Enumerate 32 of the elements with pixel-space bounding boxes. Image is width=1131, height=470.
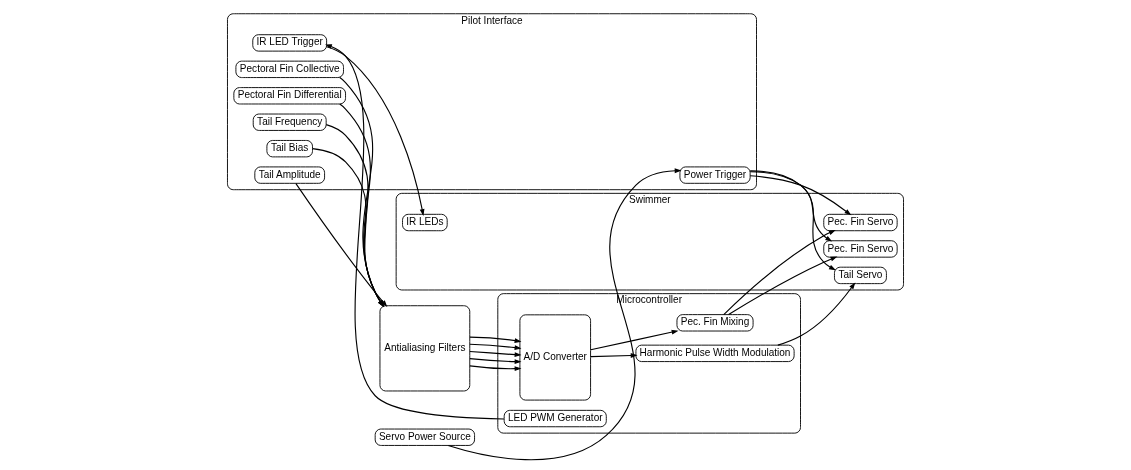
arrow [590, 329, 679, 351]
arrow [469, 358, 522, 365]
arrow [447, 168, 682, 461]
arrow [723, 230, 836, 316]
node-box: Tail Bias [266, 140, 313, 158]
node-box: Servo Power Source [374, 428, 475, 446]
node-box: Pec. Fin Servo [823, 213, 898, 232]
node-box: IR LEDs [402, 213, 448, 232]
arrow [749, 175, 852, 216]
arrow [469, 365, 522, 372]
arrow [749, 171, 833, 242]
arrow [469, 343, 522, 350]
node-box: LED PWM Generator [503, 409, 607, 428]
node-box: Antialiasing Filters [379, 305, 471, 392]
node-box: Power Trigger [679, 166, 751, 184]
arrow [777, 282, 856, 346]
arrow [326, 46, 425, 216]
node-box: IR LED Trigger [252, 34, 328, 52]
node-box: Pec. Fin Mixing [676, 314, 754, 332]
arrow [469, 350, 522, 358]
arrow [469, 336, 522, 343]
node-box: Pectoral Fin Differential [233, 87, 346, 105]
node-box: Tail Frequency [252, 113, 327, 131]
node-box: Tail Amplitude [254, 166, 326, 184]
node-box: A/D Converter [519, 314, 592, 401]
node-box: Pec. Fin Servo [823, 240, 898, 258]
arrow [749, 170, 836, 271]
arrow [325, 44, 505, 420]
node-box: Harmonic Pulse Width Modulation [635, 344, 795, 363]
node-box: Pectoral Fin Collective [235, 60, 344, 78]
arrow [728, 256, 838, 316]
node-box: Tail Servo [834, 266, 887, 285]
